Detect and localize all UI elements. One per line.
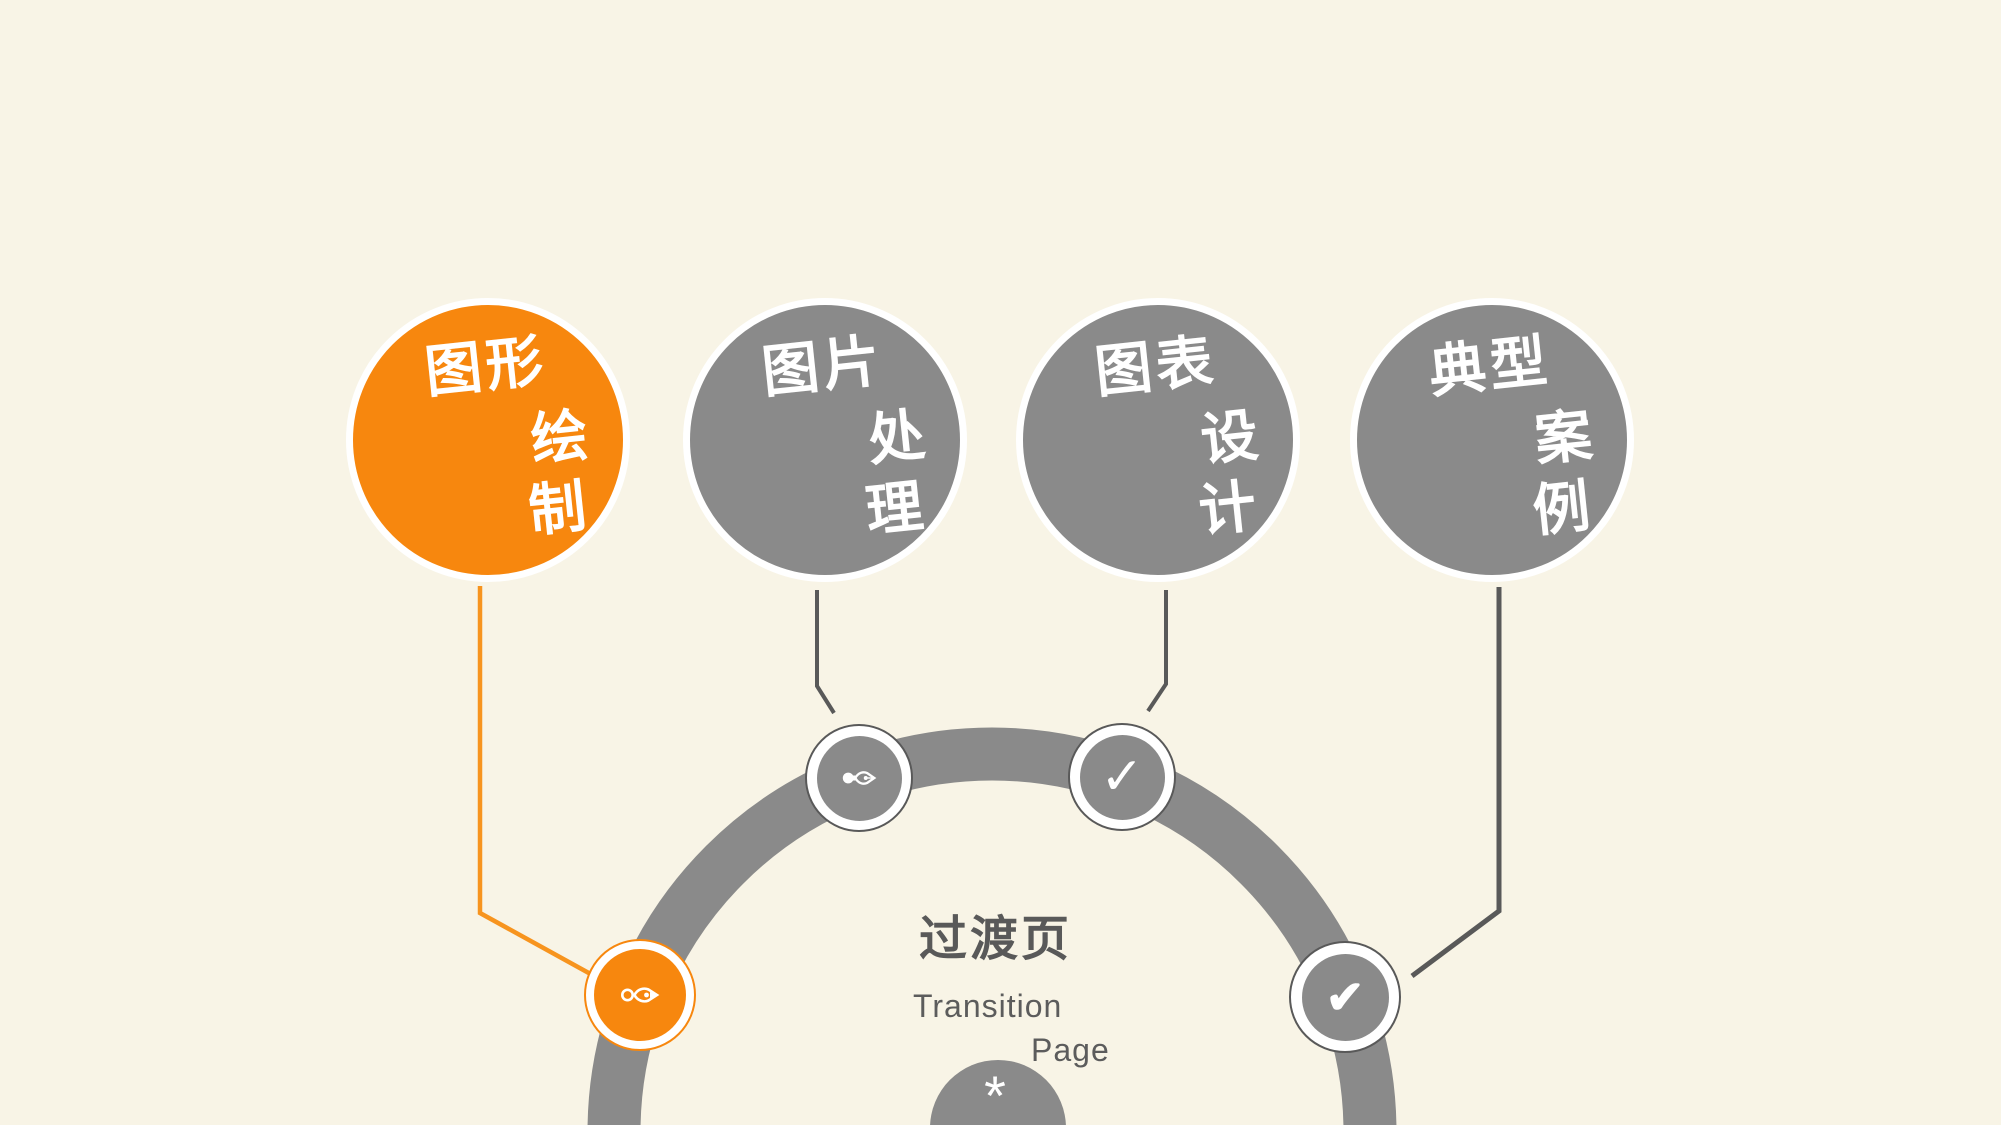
topic-text: 处: [864, 402, 933, 474]
topic-text: 典型: [1425, 328, 1554, 406]
topic-circle-graphics-drawing: 图形 绘 制: [346, 298, 630, 582]
ring-node-check-lower: ✔: [1289, 941, 1401, 1053]
connector-line-topic4: [1410, 587, 1502, 979]
center-bump: [930, 1060, 1066, 1125]
progress-ring-arc: [587, 727, 1397, 1125]
pen-tool-icon: [621, 987, 660, 1003]
topic-circle-image-processing: 图片 处 理: [683, 298, 967, 582]
page-title-cn: 过渡页: [919, 913, 1073, 966]
topic-text: 制: [525, 473, 594, 545]
ring-node-inner: ✔: [1301, 953, 1389, 1041]
topic-text: 图表: [1091, 328, 1220, 406]
topic-text: 理: [862, 473, 931, 545]
ring-node-inner: ✓: [1079, 734, 1165, 820]
topic-text: 案: [1531, 402, 1600, 474]
connector-line-topic3: [1146, 590, 1168, 713]
topic-text: 设: [1197, 402, 1266, 474]
ring-node-inner: [816, 735, 902, 821]
topic-text: 计: [1195, 473, 1264, 545]
checkmark-bold-icon: ✔: [1325, 971, 1365, 1023]
topic-circle-chart-design: 图表 设 计: [1016, 298, 1300, 582]
topic-text: 图形: [421, 328, 550, 406]
ring-node-pen-upper: [805, 724, 913, 832]
ring-node-inner: [594, 949, 686, 1041]
page-title-en-line1: Transition: [913, 988, 1063, 1024]
pen-tool-icon: [842, 771, 877, 785]
ring-node-check-upper: ✓: [1068, 723, 1176, 831]
asterisk-marker: *: [984, 1064, 1006, 1125]
checkmark-icon: ✓: [1100, 748, 1144, 806]
topic-circle-typical-cases: 典型 案 例: [1350, 298, 1634, 582]
topic-text: 绘: [527, 402, 596, 474]
ring-node-pen-lower: [584, 939, 696, 1051]
page-title-en-line2: Page: [1031, 1032, 1110, 1068]
topic-text: 例: [1529, 473, 1598, 545]
topic-text: 图片: [758, 328, 887, 406]
connector-line-topic2: [815, 590, 836, 715]
connector-line-topic1: [477, 586, 627, 995]
